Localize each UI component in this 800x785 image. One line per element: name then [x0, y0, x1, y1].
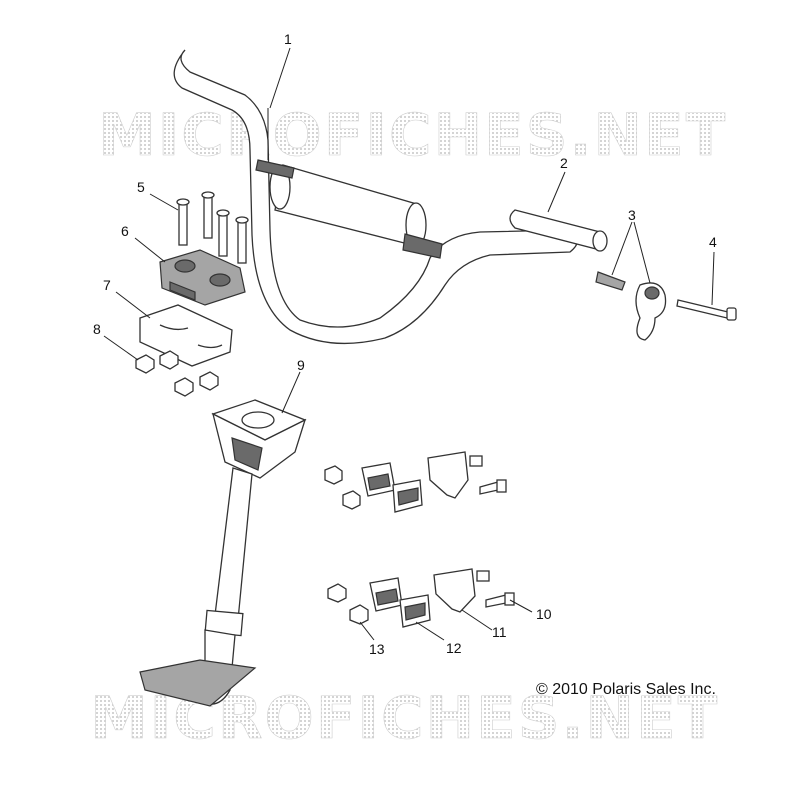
lower-clamp-part — [139, 304, 233, 367]
callout-10: 10 — [536, 606, 552, 622]
clamp-assembly-lower — [327, 568, 515, 628]
callout-7: 7 — [103, 277, 111, 293]
callout-4: 4 — [709, 234, 717, 250]
copyright-notice: © 2010 Polaris Sales Inc. — [536, 681, 716, 698]
callout-11: 11 — [492, 624, 507, 640]
grip-part — [509, 209, 608, 252]
bolts-part-5 — [176, 191, 249, 264]
upper-clamp-part — [159, 249, 246, 306]
callout-3: 3 — [628, 207, 636, 223]
callout-9: 9 — [297, 357, 305, 373]
bolt-part-4 — [676, 299, 737, 321]
callout-6: 6 — [121, 223, 129, 239]
callouts: 1 2 3 4 5 6 7 8 9 10 11 12 13 — [93, 31, 717, 657]
callout-1: 1 — [284, 31, 292, 47]
handlebar-part — [173, 49, 579, 345]
callout-12: 12 — [446, 640, 462, 656]
callout-5: 5 — [137, 179, 145, 195]
callout-13: 13 — [369, 641, 385, 657]
callout-8: 8 — [93, 321, 101, 337]
steering-post-part — [139, 399, 307, 707]
leader-lines — [103, 47, 715, 641]
callout-2: 2 — [560, 155, 568, 171]
clamp-assembly-upper — [324, 451, 507, 513]
throttle-part — [595, 271, 667, 341]
nuts-part-8 — [135, 350, 219, 397]
watermark-top: MICROFICHES.NET — [98, 101, 727, 169]
